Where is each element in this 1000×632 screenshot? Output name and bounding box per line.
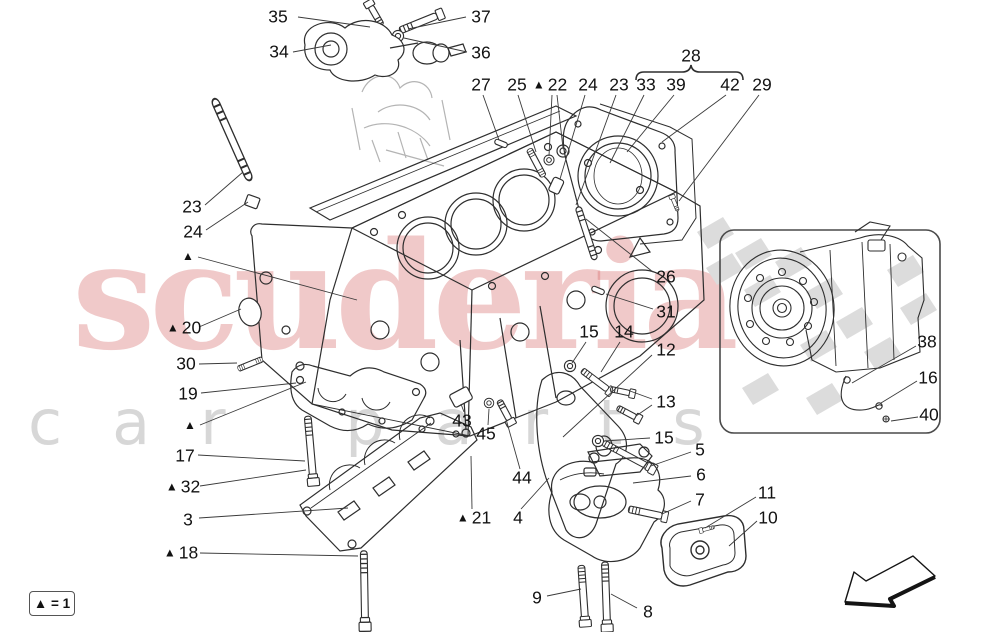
engine-block	[209, 96, 705, 438]
ghost-engine-outline	[351, 75, 451, 167]
gearbox-drawing	[729, 221, 925, 423]
heat-shield	[660, 514, 747, 587]
group-28-bracket	[635, 64, 744, 81]
engine-mount-lower	[548, 437, 670, 632]
rear-cover-plate	[562, 103, 697, 296]
inset-box	[719, 221, 941, 434]
legend-text: ▲ = 1	[33, 596, 71, 611]
watermark-subtext: car parts	[28, 386, 755, 459]
lower-crankcase	[236, 356, 518, 632]
leader-lines	[197, 16, 919, 609]
direction-arrow-icon	[844, 555, 936, 608]
support-bracket	[536, 359, 644, 539]
checkered-pattern	[697, 217, 937, 415]
watermark-brand: scuderia	[72, 209, 739, 383]
legend-box: ▲ = 1	[29, 591, 75, 616]
engine-mount-top	[303, 0, 467, 82]
